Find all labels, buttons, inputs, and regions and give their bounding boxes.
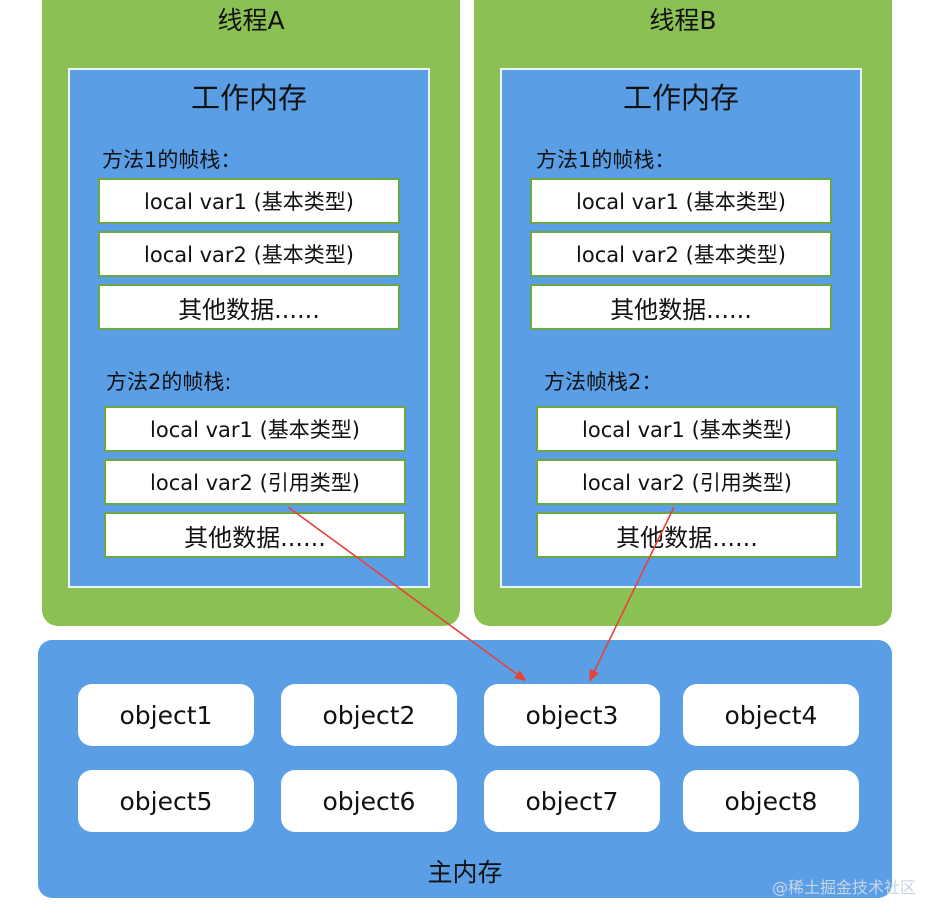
- object-7: object7: [484, 770, 660, 832]
- object-6: object6: [281, 770, 457, 832]
- thread-a-frame2-label: 方法2的帧栈:: [106, 370, 232, 394]
- main-memory-panel: object1 object2 object3 object4 object5 …: [38, 640, 892, 898]
- thread-b-work-memory-title: 工作内存: [622, 81, 739, 115]
- thread-b-frame2-slot-var1: local var1 (基本类型): [536, 406, 838, 452]
- thread-a-frame1-slot-var1: local var1 (基本类型): [98, 178, 400, 224]
- thread-a-panel: 线程A 工作内存 方法1的帧栈： local var1 (基本类型) local…: [42, 0, 460, 626]
- object-4: object4: [683, 684, 859, 746]
- thread-b-frame1-label: 方法1的帧栈：: [536, 148, 676, 172]
- thread-b-frame1-slot-other: 其他数据......: [530, 284, 832, 330]
- thread-b-frame2-slot-var2: local var2 (引用类型): [536, 459, 838, 505]
- thread-a-work-memory-title: 工作内存: [190, 81, 307, 115]
- thread-b-frame2-label: 方法帧栈2：: [544, 370, 663, 394]
- thread-b-frame1-slot-var1: local var1 (基本类型): [530, 178, 832, 224]
- thread-b-work-memory: 工作内存 方法1的帧栈： local var1 (基本类型) local var…: [500, 68, 862, 588]
- thread-b-frame2-slot-other: 其他数据......: [536, 512, 838, 558]
- thread-a-frame2-slot-var2: local var2 (引用类型): [104, 459, 406, 505]
- object-8: object8: [683, 770, 859, 832]
- watermark: @稀土掘金技术社区: [771, 878, 916, 897]
- thread-a-frame1-slot-var2: local var2 (基本类型): [98, 231, 400, 277]
- thread-a-frame2-slot-other: 其他数据......: [104, 512, 406, 558]
- object-5: object5: [78, 770, 254, 832]
- thread-a-work-memory: 工作内存 方法1的帧栈： local var1 (基本类型) local var…: [68, 68, 430, 588]
- object-2: object2: [281, 684, 457, 746]
- thread-a-frame1-slot-other: 其他数据......: [98, 284, 400, 330]
- object-3: object3: [484, 684, 660, 746]
- thread-a-frame2-slot-var1: local var1 (基本类型): [104, 406, 406, 452]
- thread-b-panel: 线程B 工作内存 方法1的帧栈： local var1 (基本类型) local…: [474, 0, 892, 626]
- thread-a-frame1-label: 方法1的帧栈：: [102, 148, 242, 172]
- object-1: object1: [78, 684, 254, 746]
- thread-a-title: 线程A: [217, 6, 285, 35]
- thread-b-title: 线程B: [649, 6, 717, 35]
- main-memory-title: 主内存: [427, 858, 503, 887]
- thread-b-frame1-slot-var2: local var2 (基本类型): [530, 231, 832, 277]
